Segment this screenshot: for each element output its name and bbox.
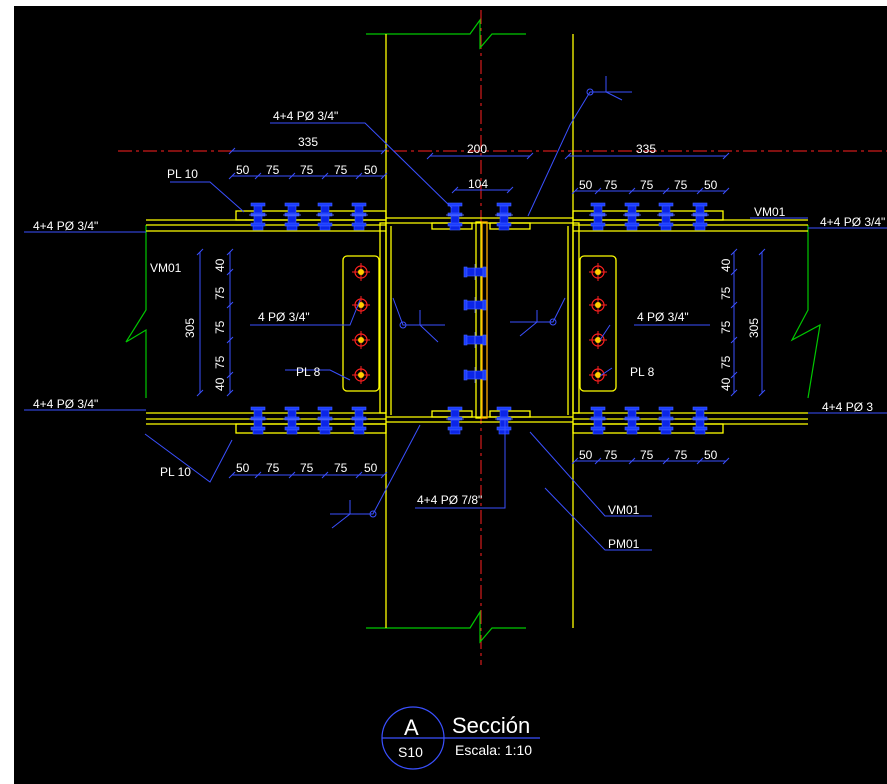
dim-right-v-4: 75 (719, 355, 733, 369)
dim-left-bottom-2: 75 (266, 461, 280, 475)
label-web-bolts-left: 4 PØ 3/4" (258, 310, 310, 324)
label-vm01-left: VM01 (150, 261, 182, 275)
annotation-text: 4+4 PØ 3/4" 335 200 335 104 PL 10 50 75 … (33, 109, 885, 551)
sheet-number: S10 (398, 744, 423, 760)
section-title: Sección (452, 713, 530, 738)
dim-right-v-1: 40 (719, 258, 733, 272)
dim-104: 104 (468, 177, 488, 191)
column-pm01 (385, 34, 574, 628)
dim-left-v-4: 75 (213, 355, 227, 369)
label-vm01-right: VM01 (754, 205, 786, 219)
dim-right-top-4: 75 (674, 178, 688, 192)
dim-left-top-4: 75 (334, 163, 348, 177)
dim-left-bottom-5: 50 (364, 461, 378, 475)
dim-left-total: 335 (298, 135, 318, 149)
dim-right-v-2: 75 (719, 286, 733, 300)
label-pl10-bottom: PL 10 (160, 465, 191, 479)
column-web-bolts (463, 263, 487, 384)
dim-right-bottom-4: 75 (674, 448, 688, 462)
section-scale: Escala: 1:10 (455, 742, 532, 758)
dim-right-top-2: 75 (604, 178, 618, 192)
dim-left-bottom-3: 75 (300, 461, 314, 475)
dim-left-v-3: 75 (213, 320, 227, 334)
label-col-bolts-bottom: 4+4 PØ 7/8" (417, 493, 482, 507)
dim-right-v-3: 75 (719, 320, 733, 334)
dim-left-bottom-4: 75 (334, 461, 348, 475)
label-bolts-left-top: 4+4 PØ 3/4" (33, 219, 98, 233)
label-vm01-bottom: VM01 (608, 503, 640, 517)
label-pl10-top: PL 10 (167, 167, 198, 181)
dim-right-bottom-1: 50 (579, 448, 593, 462)
section-title-block: A S10 Sección Escala: 1:10 (381, 706, 540, 770)
section-letter: A (404, 715, 419, 740)
dim-left-v-5: 40 (213, 377, 227, 391)
beams-vm01 (146, 210, 808, 434)
dim-right-v-total: 305 (747, 318, 761, 338)
dim-right-bottom-2: 75 (604, 448, 618, 462)
label-bolts-left-bottom: 4+4 PØ 3/4" (33, 397, 98, 411)
dim-right-top-5: 50 (704, 178, 718, 192)
dim-left-top-2: 75 (266, 163, 280, 177)
dim-right-v-5: 40 (719, 377, 733, 391)
dim-right-top-1: 50 (579, 178, 593, 192)
column-break-lines (125, 18, 821, 644)
dim-center: 200 (467, 142, 487, 156)
label-bolts-right-bottom: 4+4 PØ 3 (822, 400, 873, 414)
dim-left-v-1: 40 (213, 258, 227, 272)
label-pl8-right: PL 8 (630, 365, 655, 379)
dim-right-total: 335 (636, 142, 656, 156)
dim-left-top-1: 50 (236, 163, 250, 177)
centerlines (118, 10, 887, 665)
dim-right-bottom-3: 75 (640, 448, 654, 462)
label-web-bolts-right: 4 PØ 3/4" (637, 310, 689, 324)
dim-left-top-5: 50 (364, 163, 378, 177)
web-bolt-holes (351, 262, 608, 385)
dim-left-v-2: 75 (213, 286, 227, 300)
cad-drawing-canvas: 4+4 PØ 3/4" 335 200 335 104 PL 10 50 75 … (14, 6, 887, 784)
label-bolts-right-top: 4+4 PØ 3/4" (820, 215, 885, 229)
dim-left-bottom-1: 50 (236, 461, 250, 475)
dim-right-top-3: 75 (640, 178, 654, 192)
label-col-bolts-top: 4+4 PØ 3/4" (273, 109, 338, 123)
leader-lines (24, 76, 887, 551)
dim-left-top-3: 75 (300, 163, 314, 177)
label-pm01: PM01 (608, 537, 640, 551)
label-pl8-left: PL 8 (296, 365, 321, 379)
dim-left-v-total: 305 (183, 318, 197, 338)
dim-right-bottom-5: 50 (704, 448, 718, 462)
